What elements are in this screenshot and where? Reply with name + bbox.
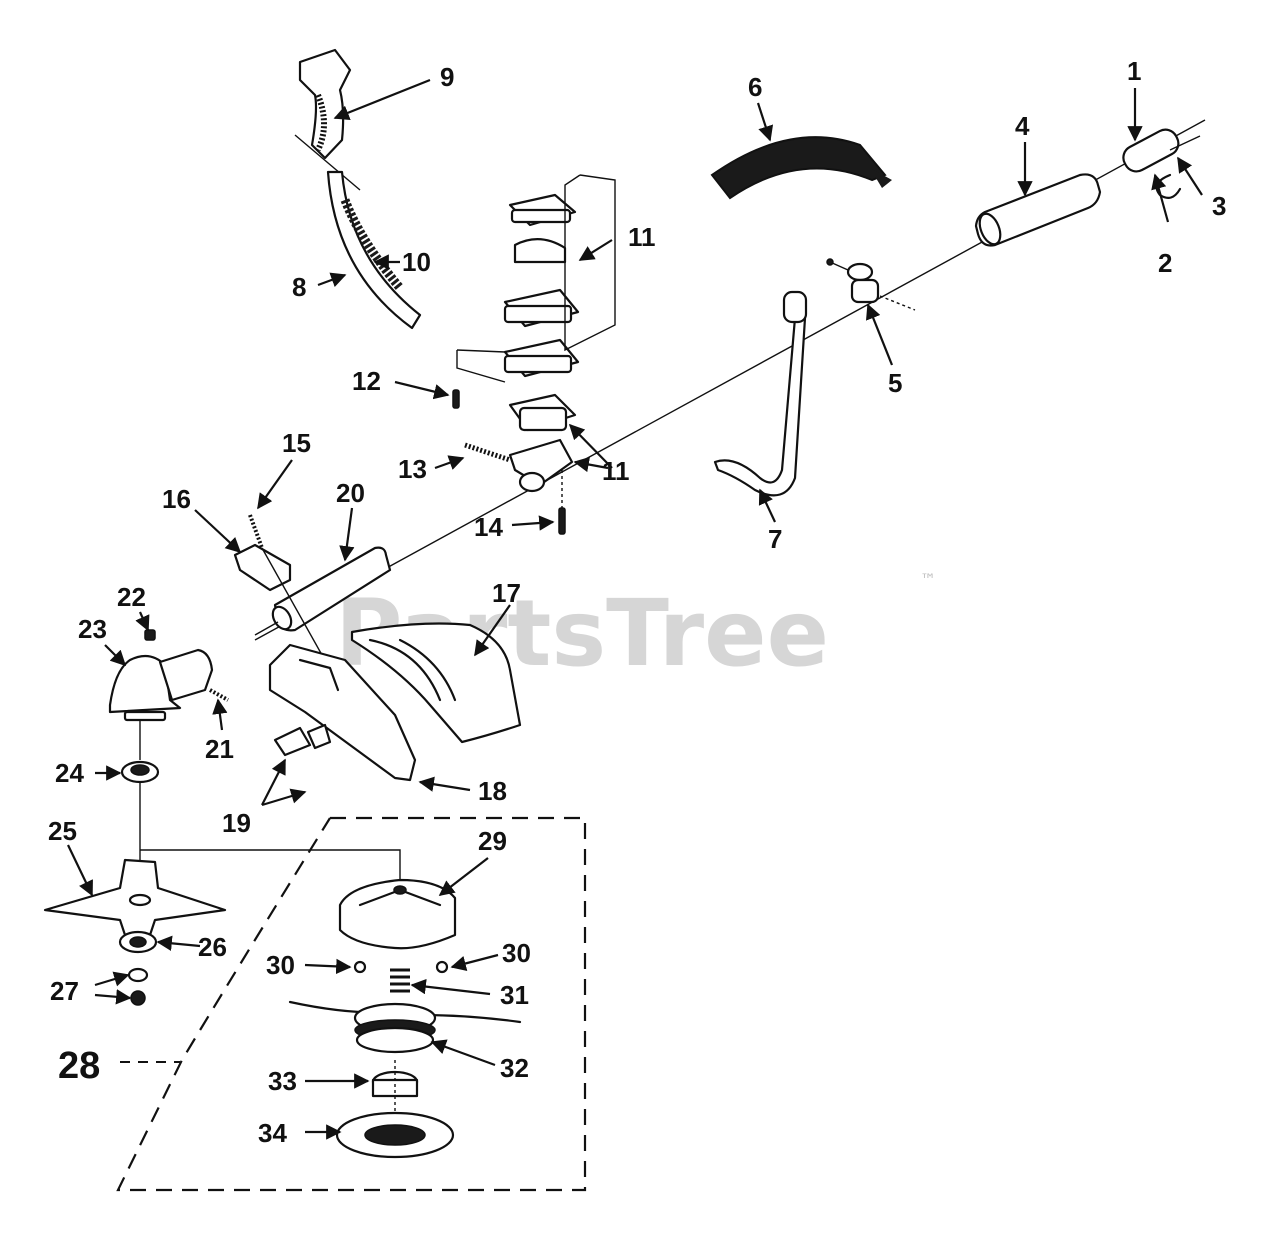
callout-3: 3 <box>1212 191 1226 221</box>
part-10-cable-tie <box>340 198 404 291</box>
part-22-screw <box>144 629 156 641</box>
callout-4: 4 <box>1015 111 1030 141</box>
part-16-bracket <box>233 543 292 592</box>
callout-31: 31 <box>500 980 529 1010</box>
callout-12: 12 <box>352 366 381 396</box>
part-7-handle <box>713 290 808 497</box>
callout-24: 24 <box>55 758 84 788</box>
callout-arrows <box>67 78 1203 1140</box>
callout-27: 27 <box>50 976 79 1006</box>
callout-11-lower: 11 <box>602 456 630 486</box>
part-20-shaft-housing <box>254 546 392 636</box>
part-32-spool <box>288 1000 522 1054</box>
callout-34: 34 <box>258 1118 287 1148</box>
part-27-nut <box>127 967 149 1006</box>
part-33-bushing <box>371 1060 419 1120</box>
callout-10: 10 <box>402 247 431 277</box>
part-14-screw <box>558 470 566 535</box>
callout-30-right: 30 <box>502 938 531 968</box>
callout-labels: 1 2 3 4 5 6 7 8 9 10 11 11 12 13 14 15 1… <box>48 56 1226 1148</box>
callout-19: 19 <box>222 808 251 838</box>
part-24-washer <box>120 760 160 784</box>
part-18-shield-plate <box>268 643 417 782</box>
callout-7: 7 <box>768 524 782 554</box>
callout-26: 26 <box>198 932 227 962</box>
callout-23: 23 <box>78 614 107 644</box>
part-26-adapter <box>118 930 158 954</box>
callout-33: 33 <box>268 1066 297 1096</box>
callout-20: 20 <box>336 478 365 508</box>
part-30-eyelets <box>353 960 449 974</box>
part-21-screw <box>209 688 229 702</box>
callout-9: 9 <box>440 62 454 92</box>
callout-32: 32 <box>500 1053 529 1083</box>
part-19-plates <box>273 723 332 757</box>
callout-18: 18 <box>478 776 507 806</box>
part-13-screw <box>464 442 511 463</box>
watermark-trademark: ™ <box>920 570 936 589</box>
callout-1: 1 <box>1127 56 1141 86</box>
part-29-head-cover <box>338 878 457 950</box>
callout-28: 28 <box>58 1045 100 1087</box>
callout-8: 8 <box>292 272 306 302</box>
callout-21: 21 <box>205 734 234 764</box>
part-12-screw <box>452 389 460 409</box>
callout-16: 16 <box>162 484 191 514</box>
callout-25: 25 <box>48 816 77 846</box>
callout-22: 22 <box>117 582 146 612</box>
callout-14: 14 <box>474 512 503 542</box>
callout-13: 13 <box>398 454 427 484</box>
part-25-blade <box>43 782 401 937</box>
callout-5: 5 <box>888 368 902 398</box>
part-11-clamp-stack <box>456 174 616 493</box>
callout-17: 17 <box>492 578 521 608</box>
callout-30-left: 30 <box>266 950 295 980</box>
part-9-trigger-handle <box>294 48 361 191</box>
callout-6: 6 <box>748 72 762 102</box>
callout-2: 2 <box>1158 248 1172 278</box>
callout-11-upper: 11 <box>628 222 656 252</box>
callout-29: 29 <box>478 826 507 856</box>
part-6-throttle-cable <box>710 136 892 200</box>
callout-15: 15 <box>282 428 311 458</box>
part-4-grip-tube <box>974 173 1102 247</box>
part-34-base <box>335 1111 455 1159</box>
part-5-clamp <box>826 258 916 311</box>
part-28-trimmer-head-group <box>116 816 587 1192</box>
part-1-shaft-sleeve <box>1122 128 1201 173</box>
part-31-spring <box>390 968 410 993</box>
part-23-gear-head <box>108 648 214 760</box>
